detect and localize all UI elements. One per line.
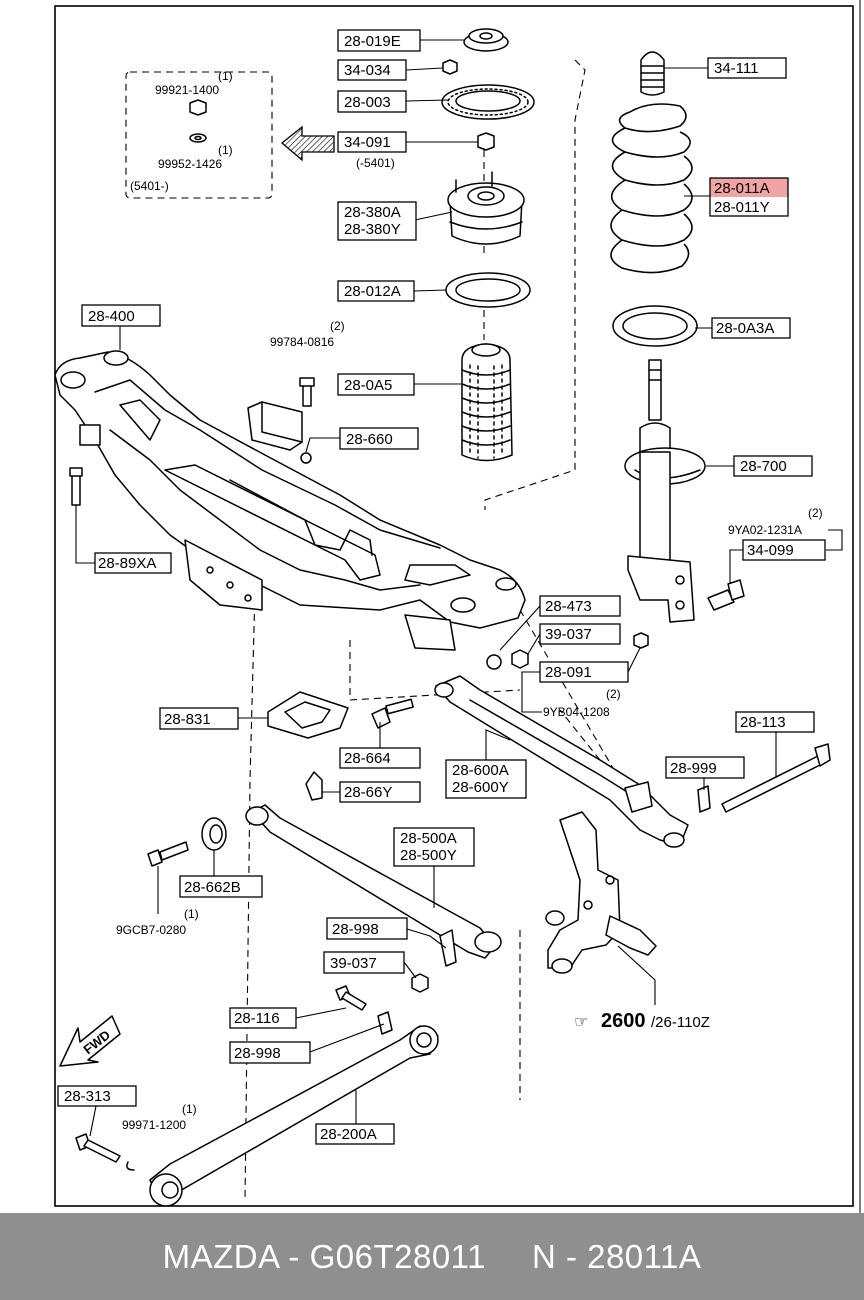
label-28-66y: 28-66Y [344, 784, 392, 801]
label-34-034: 34-034 [344, 62, 391, 79]
label-28-0a5: 28-0A5 [344, 377, 392, 394]
label-34-099: 34-099 [747, 542, 794, 559]
note-bolt-qty: (2) [330, 319, 345, 333]
label-28-380y: 28-380Y [344, 221, 401, 238]
note-nut-qty: (2) [606, 687, 621, 701]
inset-nut-icon [189, 99, 207, 116]
inset-part-1: 99921-1400 [155, 83, 219, 97]
bolt-28113 [697, 743, 831, 813]
part-2866y [305, 771, 323, 801]
bolt-9gcb7 [147, 841, 189, 867]
bolt-2889xa [69, 467, 83, 506]
label-34-111: 34-111 [714, 60, 758, 77]
inset-box: (1) 99921-1400 (1) 99952-1426 (5401-) [125, 69, 273, 199]
label-28-600y: 28-600Y [452, 779, 509, 796]
bolt-28313 [75, 1133, 135, 1171]
inset-part-2: 99952-1426 [158, 157, 222, 171]
fwd-arrow-icon: FWD [59, 1015, 121, 1067]
reference-group: 2600 [601, 1010, 646, 1032]
bracket-28660 [247, 401, 312, 464]
label-28-500y: 28-500Y [400, 847, 457, 864]
label-28-600a: 28-600A [452, 762, 509, 779]
label-28-660: 28-660 [346, 431, 393, 448]
inset-range: (5401-) [130, 179, 169, 193]
label-28-116: 28-116 [234, 1010, 280, 1027]
bolt-28664 [371, 698, 414, 729]
note-strut-bolt-qty: (2) [808, 506, 823, 520]
parts-diagram: (1) 99921-1400 (1) 99952-1426 (5401-) [54, 0, 861, 1213]
label-39-037-upper: 39-037 [545, 626, 592, 643]
label-28-998-upper: 28-998 [332, 921, 379, 938]
bushing-28662b [201, 817, 227, 851]
label-28-400: 28-400 [88, 308, 135, 325]
footer-brand: MAZDA - G06T28011 [162, 1237, 486, 1275]
label-28-011y: 28-011Y [714, 199, 770, 216]
label-28-313: 28-313 [64, 1088, 111, 1105]
plate-28831 [267, 691, 349, 739]
bolt-99784 [299, 377, 315, 407]
label-28-003: 28-003 [344, 94, 391, 111]
label-28-700: 28-700 [740, 458, 787, 475]
label-28-012a: 28-012A [344, 283, 401, 300]
trailing-link-28200 [149, 1011, 439, 1207]
footer-ref: N - 28011A [531, 1237, 702, 1275]
nut-39037-lower [411, 973, 429, 993]
page-frame [54, 5, 854, 1207]
note-bolt662-qty: (1) [184, 907, 199, 921]
knuckle [545, 811, 657, 974]
inset-qty-2: (1) [218, 143, 233, 157]
inset-qty-1: (1) [218, 69, 233, 83]
label-28-664: 28-664 [344, 750, 391, 767]
label-34-091: 34-091 [344, 134, 391, 151]
note-nut-part: 9YB04-1208 [543, 705, 610, 719]
strut-top-parts [441, 28, 535, 462]
label-28-019e: 28-019E [344, 33, 401, 50]
labels: 28-019E 34-034 28-003 34-091 (-5401) 28-… [57, 29, 826, 1145]
label-28-831: 28-831 [164, 711, 211, 728]
label-28-011a: 28-011A [714, 180, 770, 197]
note-bolt662-part: 9GCB7-0280 [116, 923, 186, 937]
lateral-link-28500 [245, 804, 502, 967]
crossmember [54, 350, 526, 651]
lower-arm-28600 [434, 675, 689, 848]
label-28-113: 28-113 [740, 714, 786, 731]
note-bolt313-part: 99971-1200 [122, 1118, 186, 1132]
highlight-box [710, 178, 788, 197]
reference-subgroup: /26-110Z [651, 1014, 710, 1031]
note-bolt-part: 99784-0816 [270, 335, 334, 349]
label-28-380a: 28-380A [344, 204, 401, 221]
label-28-89xa: 28-89XA [98, 555, 156, 572]
label-28-091: 28-091 [545, 664, 592, 681]
label-28-998-lower: 28-998 [234, 1045, 281, 1062]
label-39-037-lower: 39-037 [330, 955, 377, 972]
note-34-091-range: (-5401) [356, 156, 395, 170]
note-bolt313-qty: (1) [182, 1102, 197, 1116]
label-28-999: 28-999 [670, 760, 717, 777]
spring-and-strut [610, 51, 745, 623]
bolt-28116 [335, 985, 367, 1011]
footer-bar: MAZDA - G06T28011 N - 28011A [0, 1213, 864, 1300]
inset-arrow-icon [280, 125, 335, 162]
label-28-0a3a: 28-0A3A [716, 320, 774, 337]
note-strut-bolt-part: 9YA02-1231A [728, 523, 802, 537]
label-28-473: 28-473 [545, 598, 592, 615]
leader-lines [75, 39, 843, 1137]
label-28-200a: 28-200A [320, 1126, 377, 1143]
label-28-662b: 28-662B [184, 879, 241, 896]
small-hardware [486, 632, 649, 670]
reference-icon: ☞ [574, 1014, 588, 1031]
label-28-500a: 28-500A [400, 830, 457, 847]
